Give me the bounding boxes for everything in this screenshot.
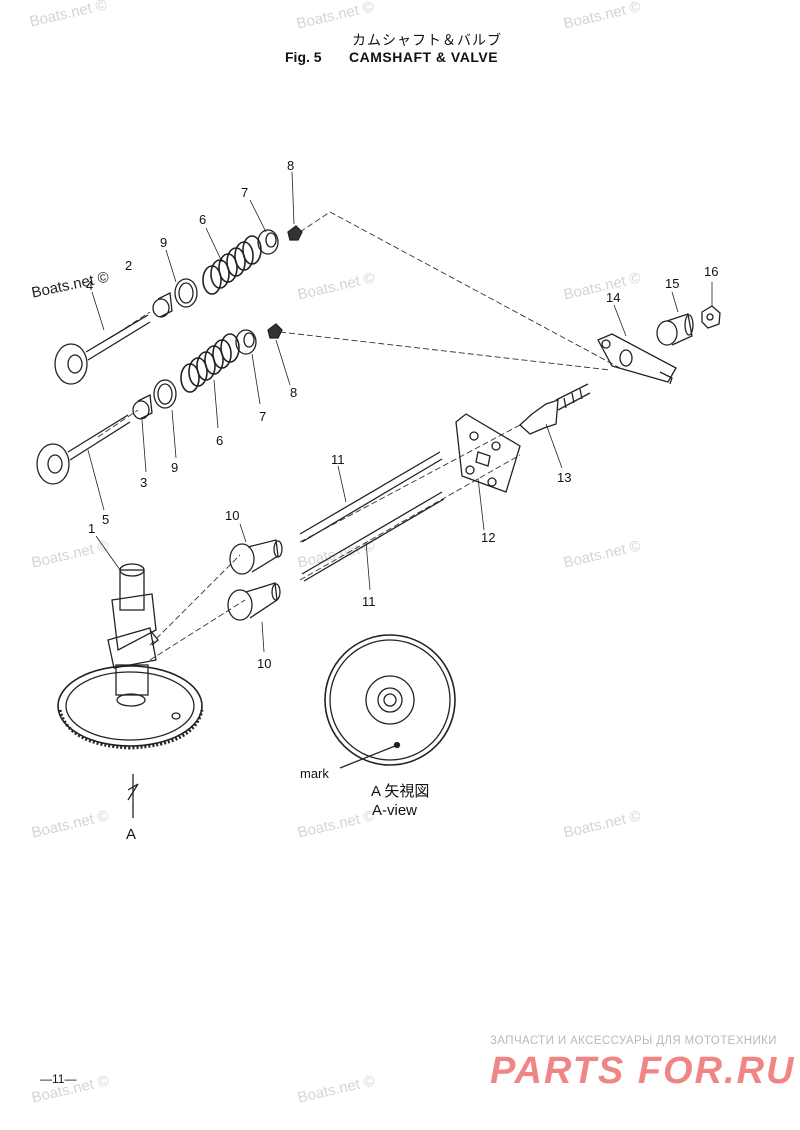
retainer-upper xyxy=(257,229,279,255)
spring-lower xyxy=(180,333,240,393)
mark-label: mark xyxy=(300,766,329,781)
cotter-upper xyxy=(287,225,303,241)
callout-9: 9 xyxy=(171,460,179,475)
callout-9: 9 xyxy=(160,235,168,250)
stud-part xyxy=(519,383,591,435)
adjuster-part xyxy=(656,313,694,346)
callout-13: 13 xyxy=(557,470,572,485)
cam-gear-part xyxy=(57,665,204,750)
callout-2: 2 xyxy=(125,258,133,273)
cotter-lower xyxy=(267,323,283,339)
callout-10: 10 xyxy=(257,656,272,671)
callout-7: 7 xyxy=(259,409,267,424)
callout-11: 11 xyxy=(331,452,345,467)
callout-15: 15 xyxy=(665,276,680,291)
callout-10: 10 xyxy=(225,508,240,523)
camshaft-part xyxy=(107,563,159,707)
a-label: A xyxy=(126,826,137,843)
callout-5: 5 xyxy=(102,512,110,527)
lock-nut-part xyxy=(701,305,721,329)
callout-12: 12 xyxy=(481,530,496,545)
tappet-upper xyxy=(229,539,283,575)
a-view-en: A-view xyxy=(372,802,418,819)
fig-title: CAMSHAFT & VALVE xyxy=(349,49,499,65)
brand-logo: PARTS FOR.RU xyxy=(490,1050,796,1092)
callout-6: 6 xyxy=(216,433,224,448)
pushrods xyxy=(299,451,445,582)
callout-8: 8 xyxy=(287,158,295,173)
callout-4: 4 xyxy=(86,278,94,293)
a-view-jp: A 矢視図 xyxy=(371,783,430,800)
guide-plate-part xyxy=(455,413,521,493)
rocker-arm-part xyxy=(597,333,677,385)
seal-upper xyxy=(174,278,198,308)
assembly-lines xyxy=(97,211,621,661)
spring-upper xyxy=(202,235,262,295)
callout-16: 16 xyxy=(704,264,719,279)
retainer-lower xyxy=(235,329,257,355)
a-arrow xyxy=(127,774,139,818)
callout-14: 14 xyxy=(606,290,621,305)
valve-lower xyxy=(36,414,131,485)
fig-label: Fig. 5 xyxy=(285,49,322,65)
brand-subtitle: ЗАПЧАСТИ И АКСЕССУАРЫ ДЛЯ МОТОТЕХНИКИ xyxy=(490,1035,777,1047)
callout-6: 6 xyxy=(199,212,207,227)
valve-upper xyxy=(54,314,151,385)
leader-lines xyxy=(87,171,713,653)
seal-lower xyxy=(153,379,177,409)
tappet-lower xyxy=(227,582,281,621)
a-view-gear xyxy=(324,634,456,769)
callout-1: 1 xyxy=(88,521,96,536)
page-number: —11— xyxy=(40,1072,77,1086)
callout-11: 11 xyxy=(362,594,376,609)
callout-8: 8 xyxy=(290,385,298,400)
callout-3: 3 xyxy=(140,475,148,490)
callout-7: 7 xyxy=(241,185,249,200)
valve-guide-upper xyxy=(152,292,173,318)
valve-guide-lower xyxy=(132,394,153,420)
title-jp: カムシャフト＆バルブ xyxy=(352,32,502,48)
